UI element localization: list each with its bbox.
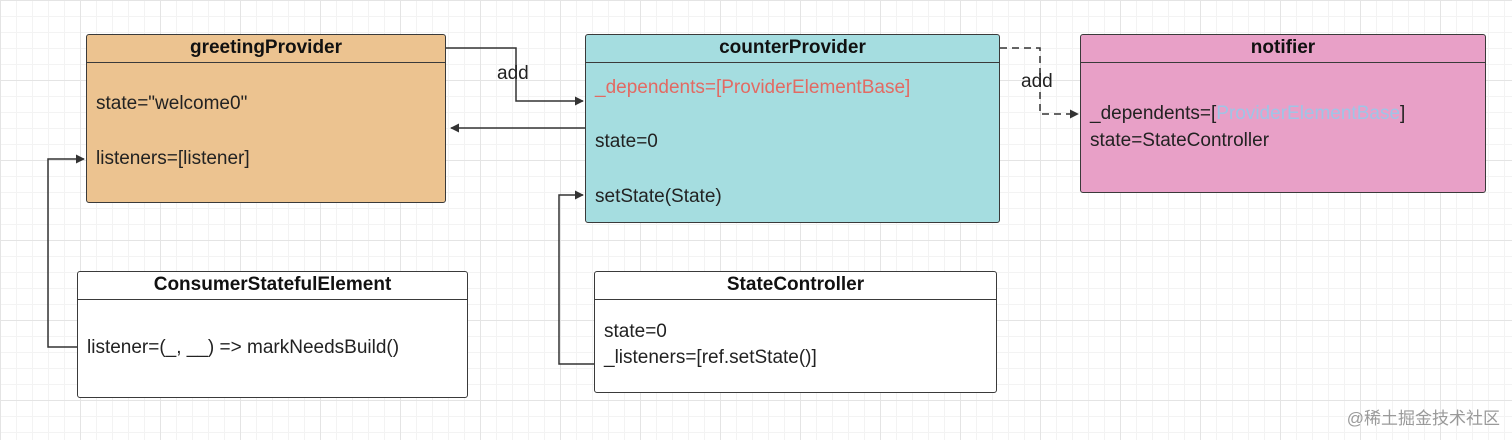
- notifier-dependents: _dependents=[ProviderElementBase]: [1090, 103, 1405, 125]
- notifier-box: notifier _dependents=[ProviderElementBas…: [1080, 34, 1486, 193]
- notifier-dependents-value: ProviderElementBase: [1216, 103, 1401, 124]
- consumer-stateful-element-box: ConsumerStatefulElement listener=(_, __)…: [77, 271, 468, 398]
- edge-statecontroller-to-counter: [558, 190, 594, 365]
- state-controller-listeners: _listeners=[ref.setState()]: [604, 347, 817, 368]
- edge-counter-to-notifier: [1000, 47, 1079, 119]
- consumer-stateful-element-title: ConsumerStatefulElement: [78, 272, 467, 300]
- state-controller-state: state=0: [604, 321, 667, 342]
- notifier-dependents-suffix: ]: [1400, 103, 1406, 124]
- counter-state: state=0: [595, 131, 658, 152]
- state-controller-box: StateController state=0 _listeners=[ref.…: [594, 271, 997, 393]
- notifier-dependents-prefix: _dependents=[: [1090, 103, 1217, 124]
- consumer-listener: listener=(_, __) => markNeedsBuild(): [87, 337, 400, 358]
- counter-dependents: _dependents=[ProviderElementBase]: [595, 77, 911, 98]
- watermark: @稀土掘金技术社区: [1346, 409, 1500, 428]
- edge-consumer-to-greeting: [47, 154, 85, 348]
- notifier-title: notifier: [1081, 35, 1485, 63]
- greeting-listeners: listeners=[listener]: [96, 148, 250, 169]
- greeting-provider-title: greetingProvider: [87, 35, 445, 63]
- edge-greeting-to-counter: [446, 47, 584, 106]
- notifier-state: state=StateController: [1090, 130, 1270, 151]
- greeting-provider-box: greetingProvider state="welcome0" listen…: [86, 34, 446, 203]
- counter-provider-box: counterProvider _dependents=[ProviderEle…: [585, 34, 1000, 223]
- edge-label-add-2: add: [1021, 71, 1053, 92]
- greeting-state: state="welcome0": [96, 93, 248, 114]
- counter-set-state: setState(State): [595, 186, 722, 207]
- counter-provider-title: counterProvider: [586, 35, 999, 63]
- state-controller-title: StateController: [595, 272, 996, 300]
- edge-label-add-1: add: [497, 63, 529, 84]
